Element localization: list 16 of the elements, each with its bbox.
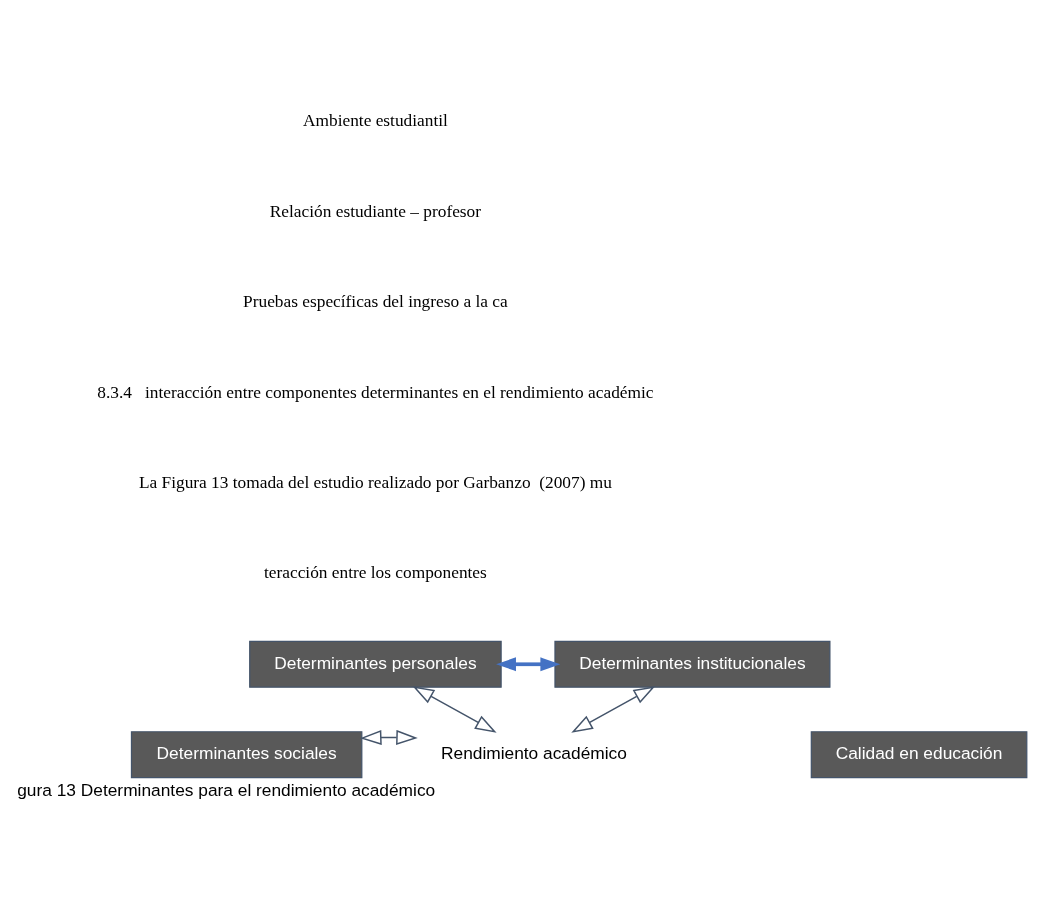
node-box: Determinantes personales: [249, 640, 502, 688]
label: teracción entre los componentes: [264, 563, 487, 583]
arrow: [496, 657, 561, 672]
node-box: Calidad en educación: [810, 731, 1028, 779]
label: 8.3.4 interacción entre componentes determinantes en el rendimiento académic: [97, 382, 654, 402]
label: La Figura 13 tomada del estudio realizado por Garbanzo (2007) mu: [138, 473, 612, 493]
arrow: [571, 686, 656, 733]
arrow: [412, 686, 497, 733]
node-box: Determinantes sociales: [130, 731, 363, 779]
label: Pruebas específicas del ingreso a la ca: [243, 292, 508, 312]
caption: gura 13 Determinantes para el rendimiento académico: [17, 780, 436, 801]
node-box: Determinantes institucionales: [554, 640, 831, 688]
label: Ambiente estudiantil: [302, 111, 448, 131]
node-text: Rendimiento académico: [440, 743, 627, 764]
arrow: [359, 729, 418, 746]
label: Relación estudiante – profesor: [269, 201, 482, 221]
